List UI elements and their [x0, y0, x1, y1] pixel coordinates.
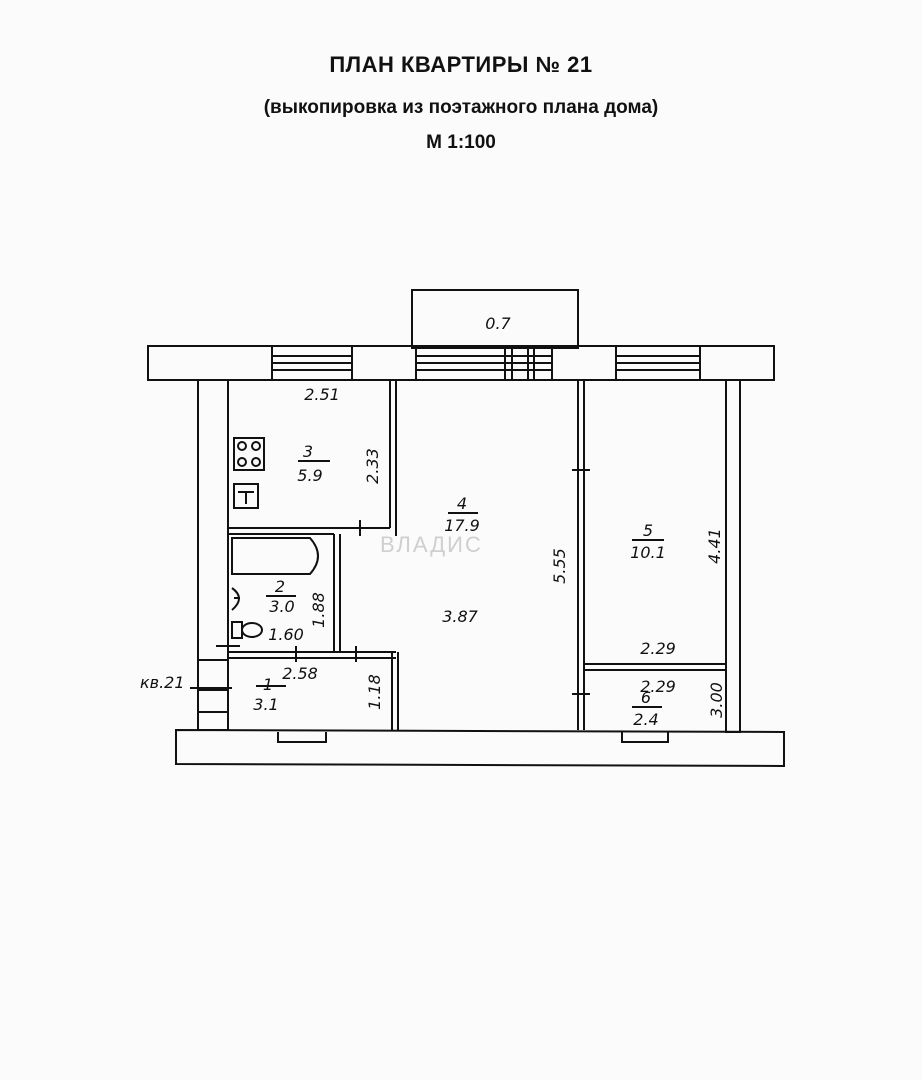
room-3-number: 3	[303, 442, 313, 461]
dim-storage-width: 2.29	[640, 677, 676, 696]
balcony-door	[415, 346, 553, 380]
room-2-area: 3.0	[269, 597, 294, 616]
plan-subtitle: (выкопировка из поэтажного плана дома)	[263, 97, 659, 118]
room-6-number: 6	[641, 688, 651, 707]
right-wall	[725, 379, 741, 733]
room-4-number: 4	[457, 494, 467, 513]
dim-bedroom-depth: 4.41	[705, 528, 724, 564]
room-1-number: 1	[263, 675, 273, 694]
room-1-area: 3.1	[253, 695, 278, 714]
top-wall	[147, 345, 775, 381]
dim-living-depth: 5.55	[550, 548, 569, 584]
room-6-area: 2.4	[633, 710, 658, 729]
room-3-area: 5.9	[297, 466, 322, 485]
dim-bedroom-width: 2.29	[640, 639, 676, 658]
room-5-number: 5	[643, 521, 653, 540]
dim-kitchen-depth: 2.33	[363, 448, 382, 484]
dim-living-width: 3.87	[442, 607, 478, 626]
window-kitchen	[271, 346, 353, 380]
left-wall	[197, 379, 229, 731]
room-5-area: 10.1	[630, 543, 666, 562]
balcony	[411, 289, 579, 349]
plan-scale: М 1:100	[426, 132, 496, 153]
bottom-wall	[175, 728, 785, 768]
watermark: ВЛАДИС	[380, 532, 483, 557]
room-4-area: 17.9	[444, 516, 480, 535]
dim-hall-width: 2.58	[282, 664, 318, 683]
room-2-number: 2	[275, 577, 285, 596]
bathtub-icon	[231, 537, 319, 575]
window-bedroom	[615, 346, 701, 380]
dim-storage-depth: 3.00	[707, 682, 726, 718]
sink-icon	[233, 483, 259, 509]
dim-bath-width: 1.60	[268, 625, 304, 644]
toilet-icon	[231, 621, 263, 639]
apartment-label: кв.21	[140, 673, 185, 692]
dim-kitchen-width: 2.51	[304, 385, 340, 404]
dim-hall-depth: 1.18	[365, 674, 384, 710]
plan-title: ПЛАН КВАРТИРЫ № 21	[329, 52, 593, 77]
stove-icon	[233, 437, 265, 471]
dim-bath-depth: 1.88	[309, 592, 328, 628]
dim-balcony: 0.7	[485, 314, 511, 333]
